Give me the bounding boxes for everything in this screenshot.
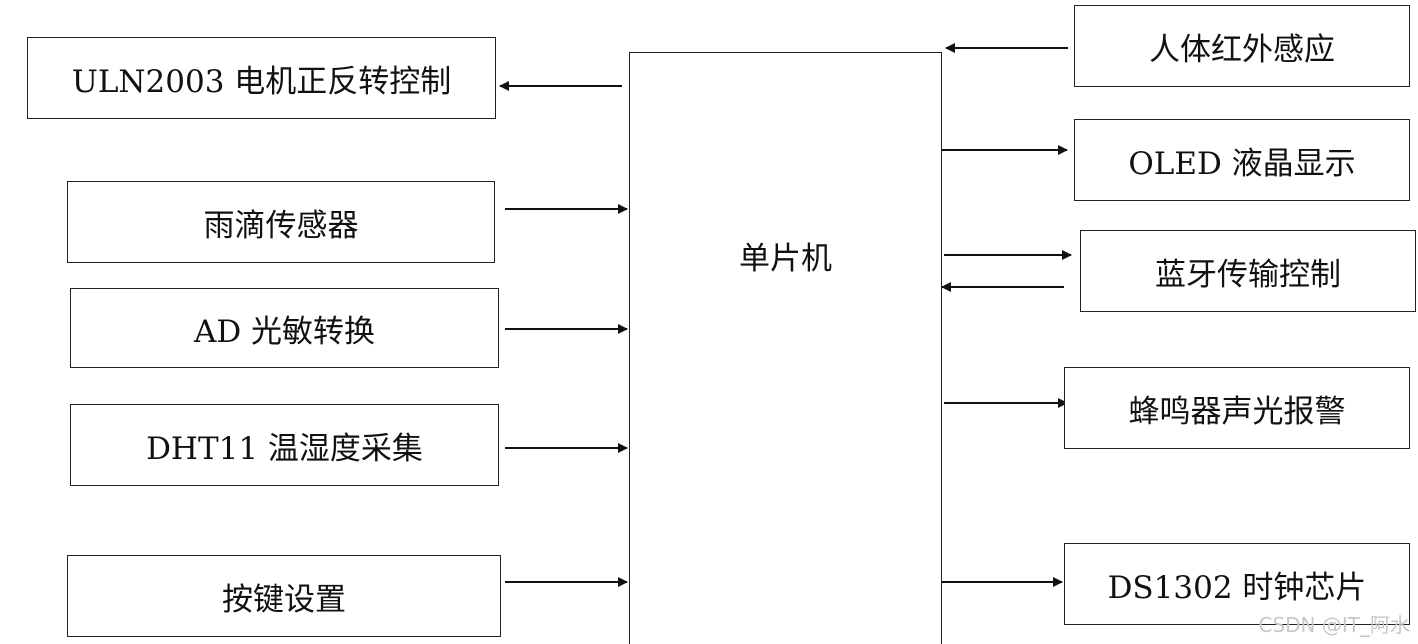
module-label: ULN2003 电机正反转控制 — [71, 63, 452, 100]
module-label: 人体红外感应 — [1149, 31, 1335, 68]
mcu-label: 单片机 — [739, 241, 832, 277]
module-buzzer: 蜂鸣器声光报警 — [1064, 367, 1410, 449]
module-label: 蜂鸣器声光报警 — [1128, 393, 1346, 430]
module-key: 按键设置 — [67, 555, 501, 637]
module-rain-sensor: 雨滴传感器 — [67, 181, 495, 263]
module-label: DHT11 温湿度采集 — [146, 430, 423, 467]
module-label: 蓝牙传输控制 — [1155, 256, 1341, 293]
module-light-ad: AD 光敏转换 — [70, 288, 499, 368]
mcu-block: 单片机 — [629, 52, 942, 644]
module-bluetooth: 蓝牙传输控制 — [1080, 230, 1416, 312]
watermark: CSDN @IT_阿水 — [1258, 613, 1411, 637]
module-label: DS1302 时钟芯片 — [1107, 569, 1367, 606]
module-label: 雨滴传感器 — [203, 207, 359, 244]
module-label: 按键设置 — [222, 581, 346, 618]
module-motor-control: ULN2003 电机正反转控制 — [27, 37, 496, 119]
module-oled: OLED 液晶显示 — [1074, 119, 1410, 201]
module-label: OLED 液晶显示 — [1128, 145, 1356, 182]
module-label: AD 光敏转换 — [193, 313, 376, 350]
module-pir: 人体红外感应 — [1074, 5, 1410, 87]
module-dht11: DHT11 温湿度采集 — [70, 404, 499, 486]
module-ds1302: DS1302 时钟芯片 — [1064, 543, 1410, 625]
